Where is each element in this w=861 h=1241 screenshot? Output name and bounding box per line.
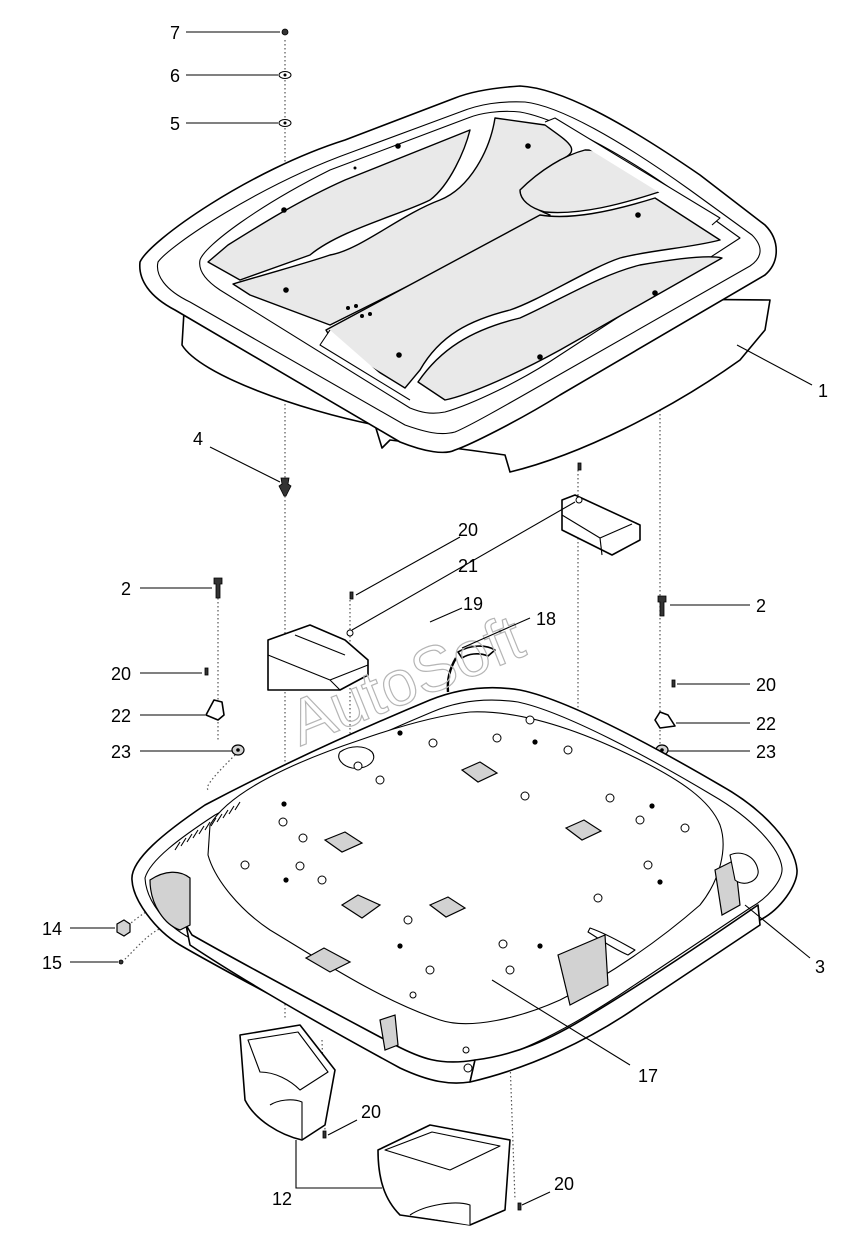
callout-4: 4 [193,429,203,449]
callout-5: 5 [170,114,180,134]
callout-15: 15 [42,953,62,973]
callout-12: 12 [272,1189,292,1209]
base-tray [131,686,798,1084]
callout-2: 2 [121,579,131,599]
callout-3: 3 [815,957,825,977]
callout-labels: 7 6 5 1 4 20 21 19 18 2 2 20 20 22 22 23… [42,23,828,1209]
callout-6: 6 [170,66,180,86]
vent-grille [174,801,241,851]
callout-1: 1 [818,381,828,401]
callout-23: 23 [111,742,131,762]
callout-21: 21 [458,556,478,576]
callout-22: 22 [756,714,776,734]
top-fasteners [116,28,676,1211]
callout-19: 19 [463,594,483,614]
callout-20: 20 [361,1102,381,1122]
callout-20: 20 [756,675,776,695]
callout-7: 7 [170,23,180,43]
callout-2: 2 [756,596,766,616]
callout-20: 20 [554,1174,574,1194]
mounting-brackets [267,494,641,693]
leader-lines [70,31,813,1206]
callout-14: 14 [42,919,62,939]
callout-20: 20 [458,520,478,540]
storage-bins [239,1024,511,1226]
callout-20: 20 [111,664,131,684]
callout-17: 17 [638,1066,658,1086]
callout-22: 22 [111,706,131,726]
mounting-bosses [240,715,690,1073]
roof-panel [139,85,778,473]
callout-23: 23 [756,742,776,762]
callout-18: 18 [536,609,556,629]
